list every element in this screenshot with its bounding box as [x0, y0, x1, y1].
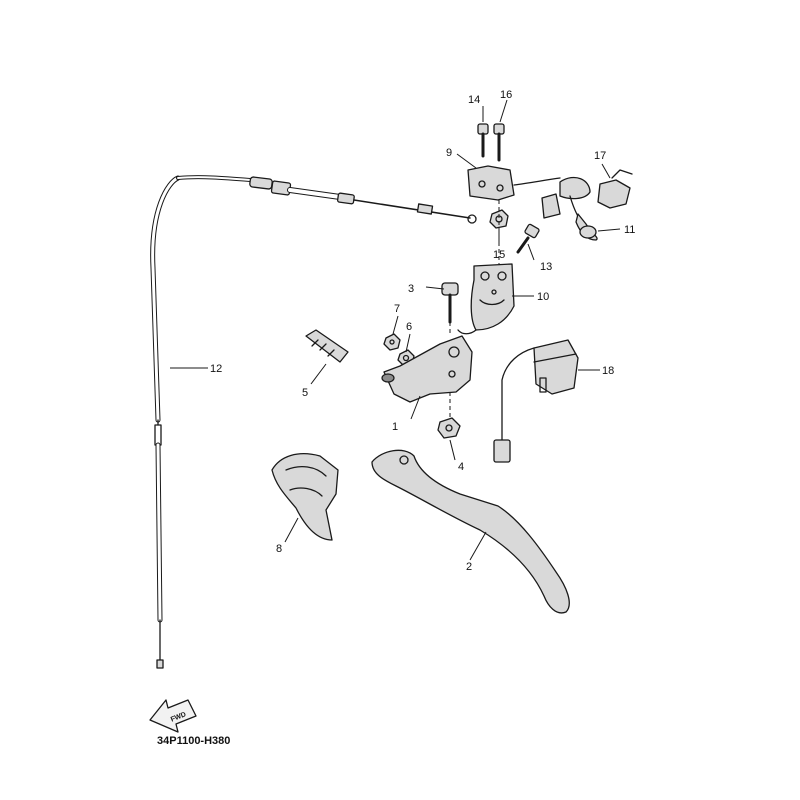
callout-2: 2 [466, 561, 472, 573]
callout-14: 14 [468, 94, 480, 106]
callout-9: 9 [446, 147, 452, 159]
bolt-7 [383, 333, 401, 351]
callout-1: 1 [392, 421, 398, 433]
callout-18: 18 [602, 365, 614, 377]
switch-18 [493, 339, 579, 463]
lever-holder-10 [457, 263, 515, 335]
bolt-3 [441, 282, 459, 324]
callout-labels: 1 2 3 4 5 6 7 8 9 10 11 12 13 14 15 16 1… [210, 89, 635, 573]
callout-12: 12 [210, 363, 222, 375]
callout-7: 7 [394, 303, 400, 315]
bolt-16 [493, 123, 505, 162]
hot-start-plunger [541, 169, 633, 233]
screw-13 [516, 223, 540, 254]
callout-3: 3 [408, 283, 414, 295]
callout-11: 11 [624, 224, 635, 236]
callout-5: 5 [302, 387, 308, 399]
drawing-code: 34P1100-H380 [157, 735, 230, 747]
callout-15: 15 [493, 249, 505, 261]
nut-4 [437, 417, 461, 439]
callout-10: 10 [537, 291, 549, 303]
fwd-arrow: FWD [149, 699, 197, 733]
callout-4: 4 [458, 461, 464, 473]
callout-8: 8 [276, 543, 282, 555]
callout-6: 6 [406, 321, 412, 333]
callout-17: 17 [594, 150, 606, 162]
knob-11 [575, 213, 598, 241]
clutch-cable [150, 175, 477, 669]
lever-cover-8 [271, 453, 339, 541]
adjuster-5 [305, 329, 349, 363]
leader-lines [170, 99, 621, 561]
callout-13: 13 [540, 261, 552, 273]
callout-16: 16 [500, 89, 512, 101]
nut-15 [489, 209, 509, 229]
clutch-lever-2 [371, 449, 570, 614]
bolt-14 [477, 123, 489, 158]
lever-bracket-1 [381, 335, 473, 403]
lever-holder-upper [467, 165, 561, 201]
